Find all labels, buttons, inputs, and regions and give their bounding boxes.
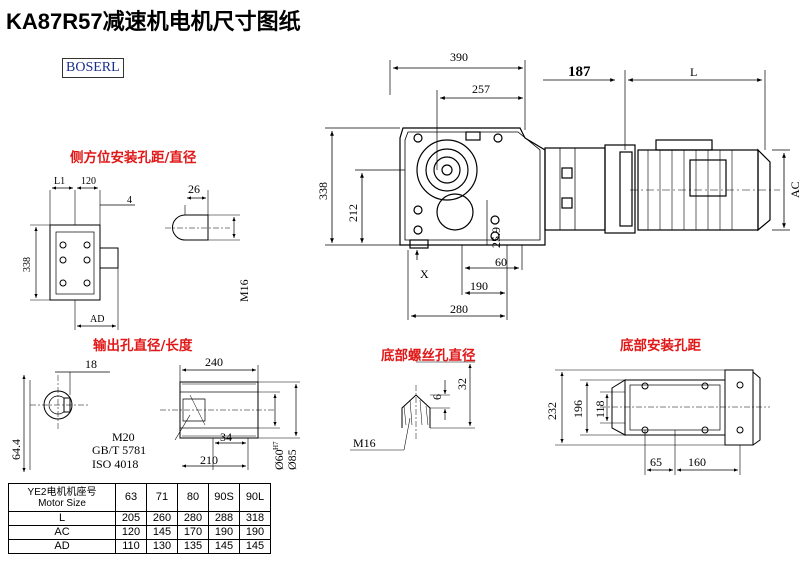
main-view [325,60,790,320]
table-cell: 260 [146,511,178,526]
label-std-iso: ISO 4018 [92,457,138,471]
dim-196: 196 [571,400,585,418]
bottom-mount-view [555,369,770,475]
dim-h7: H7 [272,441,280,450]
row-label: L [8,511,116,526]
dim-338-side: 338 [22,257,33,272]
dim-X: X [420,267,429,281]
dim-26: 26 [188,182,200,196]
dim-4: 4 [127,195,132,206]
table-cell: 318 [239,511,271,526]
dim-L1: L1 [54,176,65,187]
table-cell: 288 [208,511,240,526]
table-cell: 120 [115,525,147,540]
dim-AC: AC [788,181,800,198]
dim-64-4: 64.4 [9,439,23,460]
table-cell: 145 [208,539,240,554]
table-row: L 205 260 280 288 318 [8,511,271,526]
dim-160: 160 [688,455,706,469]
table-cell: 170 [177,525,209,540]
table-row: AC 120 145 170 190 190 [8,525,271,540]
dim-M16-side: M16 [237,279,251,302]
output-shaft-view [22,365,300,472]
dim-390: 390 [450,50,468,64]
table-header-en: Motor Size [38,497,86,509]
table-cell: 190 [208,525,240,540]
dim-L: L [690,65,697,79]
label-M20: M20 [112,430,135,444]
brand-logo: BOSERL [62,58,124,78]
dim-190: 190 [470,279,488,293]
page-title: KA87R57减速机电机尺寸图纸 [6,9,301,34]
table-row: AD 110 130 135 145 145 [8,539,271,554]
label-std-gbt: GB/T 5781 [92,443,146,457]
dim-phi60: Ø60 [272,449,286,470]
dim-phi85: Ø85 [285,449,299,470]
table-cell: 145 [146,525,178,540]
side-mount-view [30,186,240,330]
dim-118: 118 [593,400,607,418]
dim-187: 187 [568,64,591,80]
section-title-bottom-thread: 底部螺丝孔直径 [381,348,476,364]
section-title-bottom-mount: 底部安装孔距 [620,338,701,354]
table-cell: 110 [115,539,147,554]
size-90s: 90S [208,483,240,512]
side-housing [49,224,101,301]
table-header-cn: YE2电机机座号 [27,486,97,498]
dim-338-main: 338 [316,182,330,200]
dim-6: 6 [430,394,444,400]
section-title-side-mount: 侧方位安装孔距/直径 [70,150,197,166]
dim-25-9: 25.9 [489,227,503,248]
size-63: 63 [115,483,147,512]
size-80: 80 [177,483,209,512]
dim-257: 257 [472,82,490,96]
dim-M16-thread: M16 [353,436,376,450]
size-71: 71 [146,483,178,512]
size-90l: 90L [239,483,271,512]
dim-240: 240 [205,355,223,369]
dim-AD: AD [90,314,104,325]
table-cell: 190 [239,525,271,540]
dim-120: 120 [81,176,96,187]
table-header-cell: YE2电机机座号 Motor Size [8,483,116,512]
table-cell: 130 [146,539,178,554]
dim-32: 32 [455,378,469,390]
dim-60: 60 [495,255,507,269]
motor-size-table: YE2电机机座号 Motor Size 63 71 80 90S 90L L 2… [8,483,271,554]
table-cell: 205 [115,511,147,526]
dim-18-output: 18 [85,357,97,371]
dim-65: 65 [650,455,662,469]
row-label: AC [8,525,116,540]
table-cell: 135 [177,539,209,554]
table-cell: 145 [239,539,271,554]
bottom-housing [624,379,726,436]
dim-34: 34 [220,430,232,444]
thread-view [350,361,475,451]
section-title-output-shaft: 输出孔直径/长度 [93,338,193,354]
side-hole-detail [172,214,209,241]
output-bore [416,139,478,201]
dim-232: 232 [545,402,559,420]
row-label: AD [8,539,116,554]
dim-212: 212 [346,204,360,222]
dim-280: 280 [450,302,468,316]
table-cell: 280 [177,511,209,526]
dim-210: 210 [200,453,218,467]
